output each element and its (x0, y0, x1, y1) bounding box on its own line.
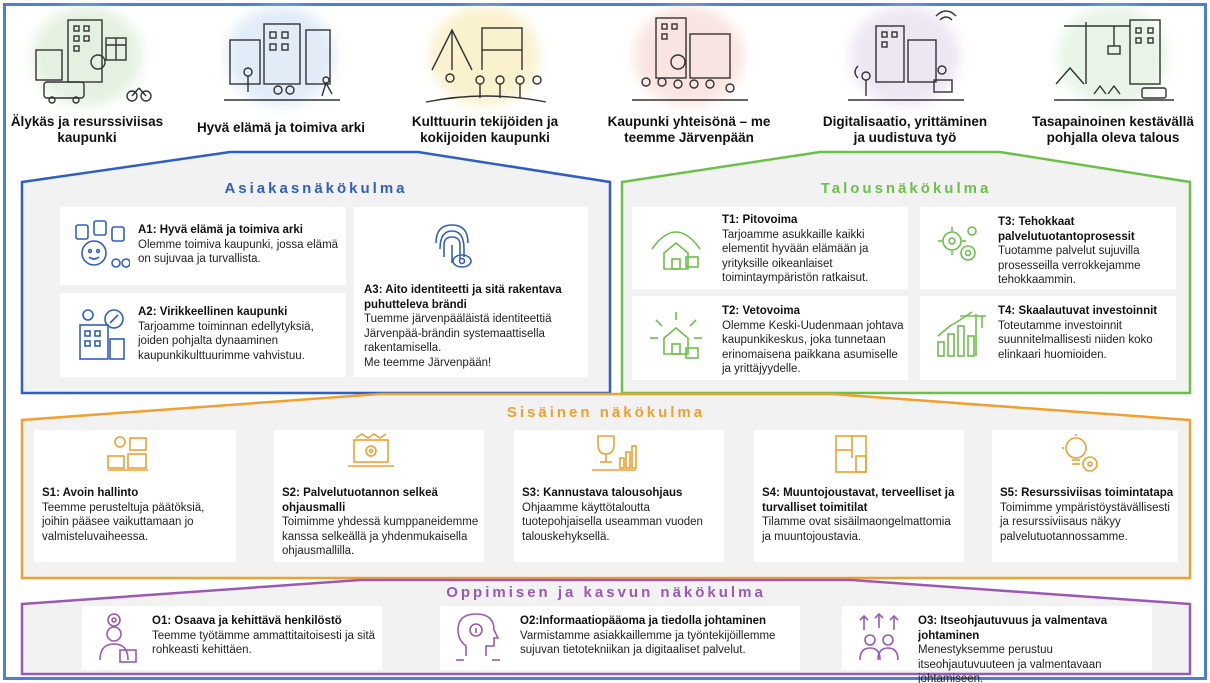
trophy-chart-icon (592, 435, 637, 471)
card-title: S5: Resurssiviisas toimintatapa (1000, 487, 1174, 499)
construction-chart-icon (937, 311, 986, 357)
card-text: Olemme toimiva kaupunki, jossa elämä on … (138, 238, 339, 266)
people-arrows-icon (859, 612, 899, 661)
family-icon (75, 220, 130, 268)
card-text: Varmistamme asiakkaillemme ja työntekijö… (520, 629, 776, 657)
card-t3: T3: Tehokkaat palvelutuotantoprosessit T… (920, 207, 1176, 289)
section-title: Oppimisen ja kasvun näkökulma (446, 584, 766, 601)
goal-label: Digitalisaatio, yrittäminen ja uudistuva… (822, 114, 988, 145)
economy-icon (1054, 19, 1174, 101)
floorplan-icon (835, 435, 867, 473)
fingerprint-icon (435, 224, 472, 268)
worker-gear-icon (99, 613, 137, 663)
card-text: Tuemme järvenpääläistä identiteettiä Jär… (364, 313, 552, 354)
card-s4: S4: Muuntojoustavat, terveelliset ja tur… (754, 430, 964, 562)
city-building-icon (79, 309, 125, 360)
card-title: S4: Muuntojoustavat, terveelliset ja tur… (762, 487, 955, 514)
card-text-slogan: Me teemme Järvenpään! (364, 356, 492, 369)
section-oppiminen: Oppimisen ja kasvun näkökulma O1: Osaava… (20, 578, 1192, 683)
culture-icon (425, 27, 547, 103)
goal-good-life: Hyvä elämä ja toimiva arki (196, 6, 366, 166)
smart-city-icon (35, 19, 152, 104)
goal-blob (850, 6, 960, 106)
card-o2: O2:Informaatiopääoma ja tiedolla johtami… (440, 606, 800, 670)
card-text: Toimimme yhdessä kumppaneidemme kanssa s… (282, 516, 479, 557)
section-talous: Talousnäkökulma T1: Pitovoima Tarjoamme … (620, 150, 1192, 395)
card-text: Tilamme ovat sisäilmaongelmattomia ja mu… (762, 516, 951, 543)
goal-blob (1058, 6, 1168, 106)
card-title: A1: Hyvä elämä ja toimiva arki (138, 224, 303, 236)
goal-label: Kaupunki yhteisönä – me teemme Järvenpää… (607, 114, 771, 145)
card-text: Toimimme ympäristöystävällisesti ja resu… (1000, 501, 1170, 543)
goal-community: Kaupunki yhteisönä – me teemme Järvenpää… (604, 6, 774, 166)
card-title: O1: Osaava ja kehittävä henkilöstö (152, 615, 342, 627)
card-o1: O1: Osaava ja kehittävä henkilöstö Teemm… (82, 606, 382, 670)
house-attraction-icon (650, 312, 702, 359)
goal-digital: Digitalisaatio, yrittäminen ja uudistuva… (820, 6, 990, 166)
card-s1: S1: Avoin hallinto Teemme perusteltuja p… (34, 430, 236, 562)
card-o3: O3: Itseohjautuvuus ja valmentava johtam… (842, 606, 1152, 683)
goal-blob (226, 6, 336, 106)
card-title: T1: Pitovoima (722, 214, 798, 226)
head-info-icon (456, 613, 500, 661)
card-title: S3: Kannustava talousohjaus (522, 487, 683, 499)
card-a1: A1: Hyvä elämä ja toimiva arki Olemme to… (60, 207, 346, 285)
card-title: S1: Avoin hallinto (42, 487, 139, 499)
card-text: Tarjoamme asukkaille kaikki elementit hy… (722, 228, 869, 285)
house-magnet-icon (651, 231, 701, 270)
card-text: Ohjaamme käyttötaloutta tuotepohjaisella… (522, 501, 703, 543)
card-title: T4: Skaalautuvat investoinnit (998, 305, 1158, 317)
goal-economy: Tasapainoinen kestävällä pohjalla oleva … (1028, 6, 1198, 166)
card-title: O2:Informaatiopääoma ja tiedolla johtami… (520, 615, 767, 627)
card-text: Olemme Keski-Uudenmaan johtava kaupunkik… (722, 319, 904, 376)
card-t4: T4: Skaalautuvat investoinnit Toteutamme… (920, 296, 1176, 380)
section-asiakas: Asiakasnäkökulma A1: Hyvä elämä ja toimi… (20, 150, 612, 395)
card-text: Menestyksemme perustuu itseohjautuvuutee… (918, 644, 1102, 683)
card-text: Teemme työtämme ammattitaitoisesti ja si… (152, 629, 376, 657)
card-title: A3: Aito identiteetti ja sitä rakentava … (364, 284, 562, 311)
goal-culture: Kulttuurin tekijöiden ja kokijoiden kaup… (400, 6, 570, 166)
section-title: Talousnäkökulma (820, 180, 992, 197)
card-text: Tuotamme palvelut sujuvilla prosesseilla… (998, 245, 1141, 286)
section-title: Asiakasnäkökulma (224, 180, 408, 197)
open-governance-icon (107, 436, 148, 471)
section-sisainen: Sisäinen näkökulma S1: Avoin hallinto Te… (20, 392, 1192, 580)
gears-icon (938, 226, 977, 261)
card-title: T2: Vetovoima (722, 305, 800, 317)
goal-label: Hyvä elämä ja toimiva arki (196, 120, 366, 135)
card-a3: A3: Aito identiteetti ja sitä rakentava … (354, 207, 588, 377)
card-t2: T2: Vetovoima Olemme Keski-Uudenmaan joh… (632, 296, 908, 380)
community-icon (632, 17, 748, 101)
goal-label: Tasapainoinen kestävällä pohjalla oleva … (1032, 114, 1194, 145)
card-text: Teemme perusteltuja päätöksiä, joihin pä… (42, 501, 205, 543)
card-title: T3: Tehokkaat palvelutuotantoprosessit (998, 216, 1135, 243)
goal-smart-city: Älykäs ja resurssiviisas kaupunki (2, 6, 172, 166)
card-s5: S5: Resurssiviisas toimintatapa Toimimme… (992, 430, 1178, 562)
card-a2: A2: Virikkeellinen kaupunki Tarjoamme to… (60, 293, 346, 377)
goal-label: Kulttuurin tekijöiden ja kokijoiden kaup… (411, 114, 559, 145)
card-title: O3: Itseohjautuvuus ja valmentava johtam… (918, 615, 1108, 642)
card-text: Toteutamme investoinnit suunnitelmallise… (998, 319, 1153, 361)
lightbulb-gear-icon (1062, 434, 1098, 472)
card-s3: S3: Kannustava talousohjaus Ohjaamme käy… (514, 430, 724, 562)
digital-icon (848, 10, 964, 101)
good-life-icon (224, 23, 340, 101)
goal-blob (32, 6, 142, 106)
card-title: A2: Virikkeellinen kaupunki (138, 306, 288, 318)
card-text: Tarjoamme toiminnan edellytyksiä, joiden… (138, 320, 314, 362)
section-title: Sisäinen näkökulma (506, 404, 706, 421)
card-title: S2: Palvelutuotannon selkeä ohjausmalli (282, 487, 438, 514)
card-t1: T1: Pitovoima Tarjoamme asukkaille kaikk… (632, 207, 908, 289)
card-s2: S2: Palvelutuotannon selkeä ohjausmalli … (274, 430, 484, 562)
goal-label: Älykäs ja resurssiviisas kaupunki (10, 114, 164, 145)
laptop-gear-icon (348, 433, 394, 467)
